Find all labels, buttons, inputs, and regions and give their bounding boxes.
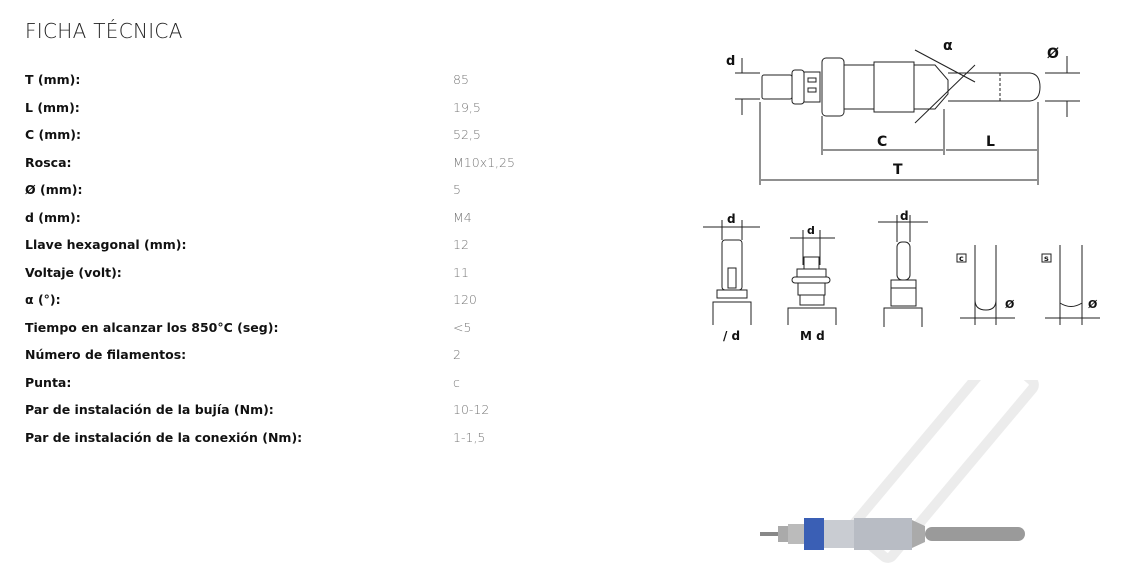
- label-diameter: Ø: [1047, 46, 1059, 62]
- spec-row: Ø (mm): 5: [25, 176, 545, 204]
- spec-row: Llave hexagonal (mm): 12: [25, 231, 545, 259]
- spec-row: Rosca: M10x1,25: [25, 149, 545, 177]
- spec-value: M4: [453, 209, 472, 225]
- spec-row: Número de filamentos: 2: [25, 341, 545, 369]
- spec-label: Par de instalación de la conexión (Nm):: [25, 429, 303, 445]
- spec-row: T (mm): 85: [25, 66, 545, 94]
- tip-s-drawing: [1041, 245, 1100, 325]
- spec-label: Rosca:: [25, 154, 72, 170]
- spec-row: Par de instalación de la bujía (Nm): 10-1…: [25, 396, 545, 424]
- connector-thread-drawing: [787, 230, 837, 325]
- spec-label: Par de instalación de la bujía (Nm):: [25, 402, 274, 418]
- spec-label: T (mm):: [25, 72, 81, 88]
- label-diameter-c: Ø: [1005, 298, 1015, 311]
- spec-value: 120: [453, 292, 477, 308]
- spec-row: C (mm): 52,5: [25, 121, 545, 149]
- spec-value: M10x1,25: [453, 154, 515, 170]
- label-C: C: [877, 134, 887, 150]
- spec-row: Punta: c: [25, 369, 545, 397]
- spec-label: Voltaje (volt):: [25, 264, 122, 280]
- spec-label: Tiempo en alcanzar los 850°C (seg):: [25, 319, 279, 335]
- spec-label: d (mm):: [25, 209, 81, 225]
- glow-plug-drawing: [761, 49, 1041, 124]
- spec-row: d (mm): M4: [25, 204, 545, 232]
- spec-label: Número de filamentos:: [25, 347, 187, 363]
- connector-pin-drawing: [878, 215, 928, 327]
- label-connector-flat: / d: [723, 329, 740, 343]
- tip-c-drawing: [956, 245, 1015, 325]
- spec-value: 12: [453, 237, 469, 253]
- spec-label: L (mm):: [25, 99, 80, 115]
- label-connector-thread: M d: [800, 329, 825, 343]
- spec-row: Tiempo en alcanzar los 850°C (seg): <5: [25, 314, 545, 342]
- spec-row: α (°): 120: [25, 286, 545, 314]
- spec-value: 2: [453, 347, 461, 363]
- label-diameter-s: Ø: [1088, 298, 1098, 311]
- spec-label: C (mm):: [25, 127, 81, 143]
- spec-label: Ø (mm):: [25, 182, 83, 198]
- spec-value: 85: [453, 72, 469, 88]
- page-title: FICHA TÉCNICA: [25, 19, 183, 43]
- spec-value: 52,5: [453, 127, 481, 143]
- label-tip-c: c: [959, 254, 964, 263]
- spec-label: α (°):: [25, 292, 61, 308]
- spec-value: <5: [453, 319, 472, 335]
- connector-flat-drawing: [703, 220, 760, 325]
- label-tip-s: s: [1044, 254, 1049, 263]
- label-d-thread: d: [807, 224, 815, 237]
- label-d-flat: d: [727, 212, 736, 226]
- spec-label: Punta:: [25, 374, 72, 390]
- spec-row: Voltaje (volt): 11: [25, 259, 545, 287]
- label-alpha: α: [943, 38, 953, 54]
- spec-row: Par de instalación de la conexión (Nm): 1…: [25, 424, 545, 452]
- spec-value: 5: [453, 182, 461, 198]
- spec-value: 10-12: [453, 402, 490, 418]
- spec-value: 1-1,5: [453, 429, 486, 445]
- spec-value: c: [453, 374, 460, 390]
- spec-row: L (mm): 19,5: [25, 94, 545, 122]
- label-d-pin: d: [900, 209, 909, 223]
- label-L: L: [986, 134, 995, 150]
- spec-value: 19,5: [453, 99, 481, 115]
- spec-value: 11: [453, 264, 469, 280]
- glow-plug-dimension-diagram: d α Ø C L T d / d d M d d c Ø s Ø: [703, 38, 1100, 343]
- label-T: T: [893, 162, 903, 178]
- label-d: d: [726, 54, 735, 69]
- spec-label: Llave hexagonal (mm):: [25, 237, 187, 253]
- product-photo: [760, 380, 1039, 563]
